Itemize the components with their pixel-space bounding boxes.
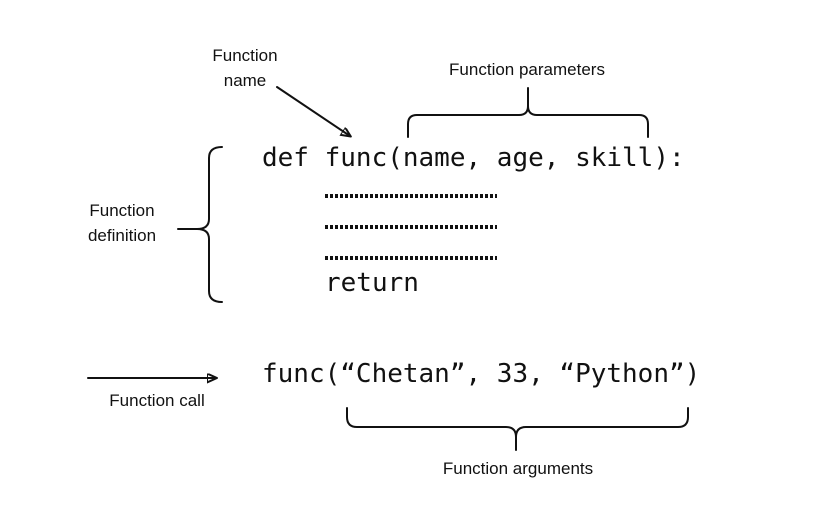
code-body-placeholder-line [325, 256, 497, 260]
function-name-label: Function name [212, 46, 278, 90]
code-return-line: return [325, 268, 419, 298]
code-call-line: func(“Chetan”, 33, “Python”) [262, 359, 701, 389]
parameters-brace [407, 105, 649, 138]
function-definition-label: Function definition [87, 201, 157, 245]
function-arguments-label: Function arguments [442, 459, 594, 478]
function-call-label: Function call [109, 391, 205, 410]
function-parameters-label: Function parameters [449, 60, 605, 79]
definition-brace [196, 146, 223, 303]
code-definition-line: def func(name, age, skill): [262, 143, 685, 173]
code-body-placeholder-line [325, 225, 497, 229]
function-name-arrow [276, 86, 350, 136]
arguments-brace [346, 407, 689, 438]
code-body-placeholder-line [325, 194, 497, 198]
